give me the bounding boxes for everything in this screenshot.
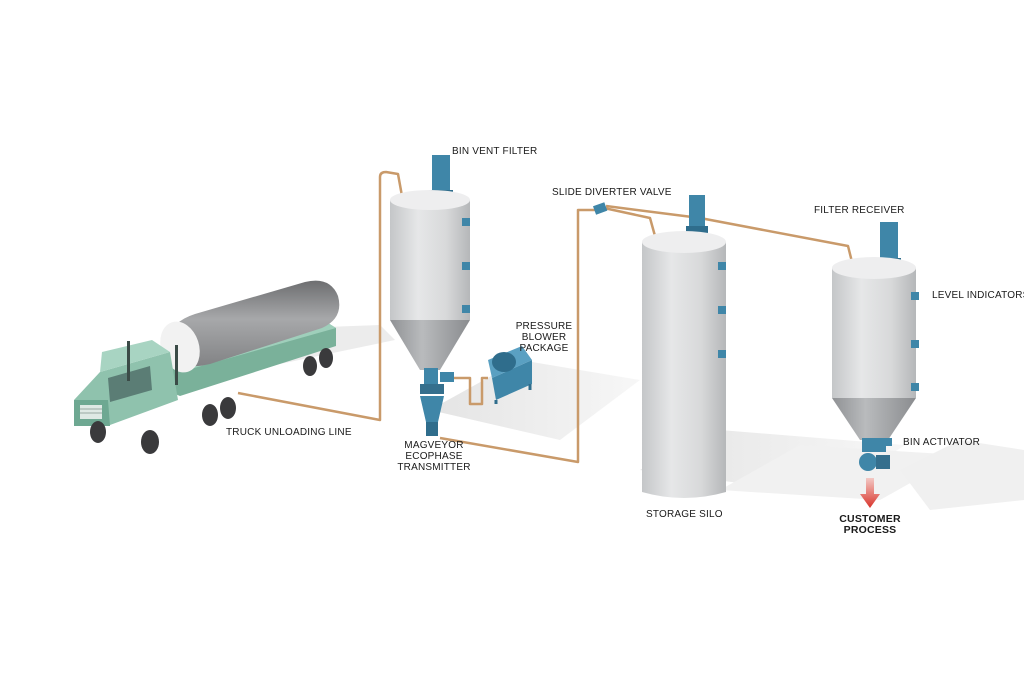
diverter-to-receiver-pipe: [605, 204, 854, 263]
storage-silo: [642, 195, 726, 498]
pressure-blower-package-label: PRESSURE BLOWER PACKAGE: [514, 321, 574, 354]
label-line: PRESSURE: [515, 321, 573, 332]
filter-receiver-silo: [832, 222, 919, 440]
diverter-to-silo-pipe: [603, 206, 657, 237]
slide-diverter-valve-label: SLIDE DIVERTER VALVE: [552, 187, 672, 198]
truck-unloading-pipe: [237, 170, 404, 422]
customer-process-arrow: [860, 478, 880, 508]
storage-silo-label: STORAGE SILO: [646, 509, 723, 520]
pressure-blower: [488, 346, 532, 404]
label-line: TRANSMITTER: [397, 462, 471, 473]
label-line: BLOWER: [521, 332, 567, 343]
filter-receiver-label: FILTER RECEIVER: [814, 205, 905, 216]
truck-unloading-line-label: TRUCK UNLOADING LINE: [226, 427, 352, 438]
label-line: MAGVEYOR: [404, 440, 464, 451]
magveyor-ecophase-transmitter-label: MAGVEYOR ECOPHASE TRANSMITTER: [396, 440, 472, 473]
level-indicators-label: LEVEL INDICATORS: [932, 290, 1024, 301]
bin-activator: [859, 438, 892, 471]
conveying-pipes: [237, 170, 854, 464]
label-line: CUSTOMER: [839, 513, 901, 525]
bin-vent-silo: [390, 155, 470, 370]
tank-trailer: [170, 280, 340, 367]
bin-activator-label: BIN ACTIVATOR: [903, 437, 981, 448]
blower-to-transmitter-pipe: [450, 376, 488, 406]
transmitter-to-diverter-pipe: [439, 208, 596, 464]
slide-diverter-valve: [592, 202, 608, 215]
tanker-truck: [74, 280, 340, 454]
customer-process-label: CUSTOMER PROCESS: [830, 514, 910, 536]
bin-vent-filter-label: BIN VENT FILTER: [452, 146, 538, 157]
label-line: PACKAGE: [519, 343, 569, 354]
label-line: PROCESS: [843, 524, 897, 536]
label-line: ECOPHASE: [405, 451, 463, 462]
magveyor-transmitter: [420, 368, 454, 436]
truck-wheels: [90, 348, 333, 454]
